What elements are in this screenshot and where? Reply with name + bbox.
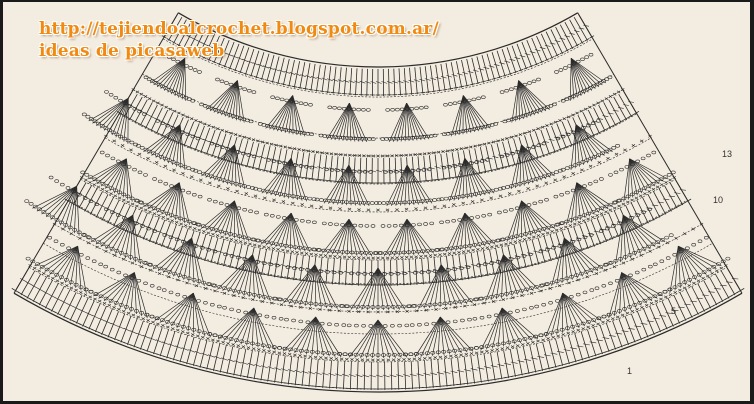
credit-watermark: ideas de picasaweb	[39, 41, 225, 61]
row-label-5: 5	[671, 306, 677, 316]
crochet-chart	[11, 12, 745, 393]
row-label-10: 10	[713, 195, 724, 205]
blog-url-watermark: http://tejiendoalcrochet.blogspot.com.ar…	[39, 19, 439, 39]
inner-edge-arc	[177, 12, 579, 68]
row-label-13: 13	[722, 149, 733, 159]
row-label-1: 1	[627, 366, 633, 376]
stitch-symbols	[11, 14, 745, 391]
outer-edge-arc	[13, 292, 743, 393]
left-edge	[13, 12, 179, 294]
right-edge	[577, 12, 743, 294]
